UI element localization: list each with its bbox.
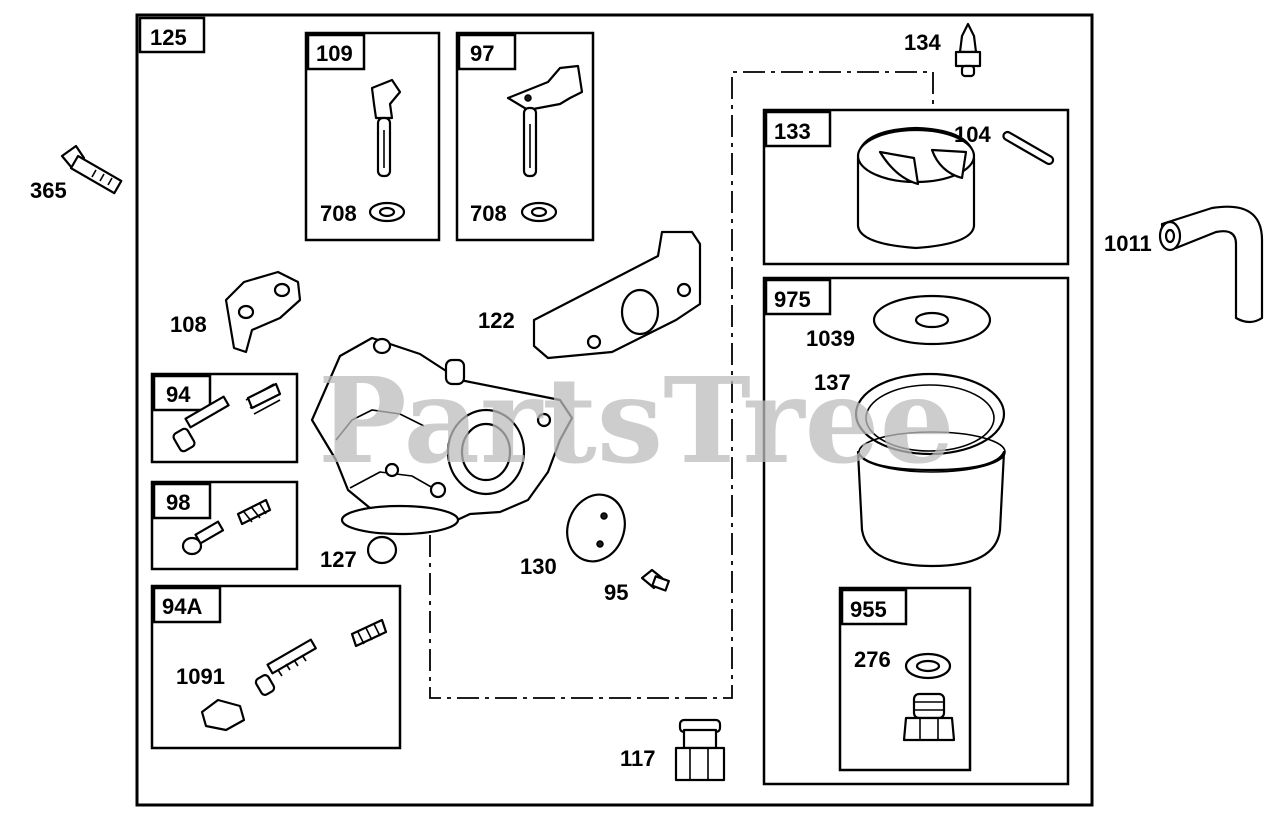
- label-708-b[interactable]: 708: [470, 201, 507, 226]
- label-708-a[interactable]: 708: [320, 201, 357, 226]
- needle-valve-icon: [954, 22, 982, 78]
- screw-icon: [640, 568, 670, 592]
- washer-icon: [368, 201, 406, 223]
- washer-icon: [520, 201, 558, 223]
- callout-box-109: [306, 33, 366, 71]
- label-122[interactable]: 122: [478, 308, 515, 333]
- label-95[interactable]: 95: [604, 580, 628, 605]
- callout-box-97: [457, 33, 517, 71]
- float-bowl-icon: [856, 431, 1006, 568]
- screw-with-spring-icon: [181, 498, 272, 556]
- label-97[interactable]: 97: [470, 41, 494, 66]
- fuel-line-icon: [1158, 205, 1264, 324]
- callout-box-125: [138, 16, 206, 54]
- fitting-icon: [674, 718, 726, 782]
- group-box-975: [762, 276, 1070, 786]
- label-104[interactable]: 104: [954, 122, 991, 147]
- group-box-94a: [150, 584, 402, 750]
- group-box-109: [304, 31, 441, 242]
- valve-disc-icon: [566, 493, 626, 563]
- label-955[interactable]: 955: [850, 597, 887, 622]
- choke-shaft-icon: [506, 64, 584, 178]
- throttle-shaft-icon: [370, 78, 402, 178]
- label-1091[interactable]: 1091: [176, 664, 225, 689]
- plate-icon: [224, 270, 302, 354]
- callout-box-98: [152, 482, 212, 520]
- connector-line: [429, 71, 934, 699]
- label-137[interactable]: 137: [814, 370, 851, 395]
- watermark: PartsTree: [318, 351, 955, 490]
- label-108[interactable]: 108: [170, 312, 207, 337]
- group-box-97: [455, 31, 595, 242]
- assembly-frame-125: [135, 13, 1094, 807]
- callout-box-94: [152, 374, 212, 412]
- group-box-955: [838, 586, 972, 772]
- seal-ring-icon: [904, 652, 952, 680]
- label-1011[interactable]: 1011: [1104, 231, 1152, 256]
- label-117[interactable]: 117: [620, 746, 656, 771]
- screw-with-spring-icon: [172, 382, 282, 453]
- label-98[interactable]: 98: [166, 490, 190, 515]
- pin-icon: [1002, 130, 1055, 166]
- callout-box-133: [764, 110, 832, 148]
- label-130[interactable]: 130: [520, 554, 557, 579]
- float-icon: [856, 126, 976, 250]
- label-134[interactable]: 134: [904, 30, 941, 55]
- label-94[interactable]: 94: [166, 382, 191, 407]
- label-365[interactable]: 365: [30, 178, 67, 203]
- callout-box-975: [764, 278, 832, 316]
- label-125[interactable]: 125: [150, 25, 187, 50]
- callout-box-955: [840, 588, 908, 626]
- plug-icon: [366, 535, 398, 565]
- callout-box-94a: [152, 586, 222, 624]
- carburetor-body-icon: [310, 336, 574, 536]
- gasket-icon: [532, 230, 702, 360]
- group-box-94: [150, 372, 299, 464]
- group-box-133: [762, 108, 1070, 266]
- label-127[interactable]: 127: [320, 547, 357, 572]
- label-109[interactable]: 109: [316, 41, 353, 66]
- label-1039[interactable]: 1039: [806, 326, 855, 351]
- group-box-98: [150, 480, 299, 571]
- diaphragm-icon: [872, 294, 992, 346]
- label-94a[interactable]: 94A: [162, 594, 202, 619]
- label-975[interactable]: 975: [774, 287, 811, 312]
- bolt-icon: [60, 144, 123, 195]
- label-276[interactable]: 276: [854, 647, 891, 672]
- idle-screw-icon: [200, 618, 388, 732]
- bowl-nut-icon: [902, 692, 956, 742]
- label-133[interactable]: 133: [774, 119, 811, 144]
